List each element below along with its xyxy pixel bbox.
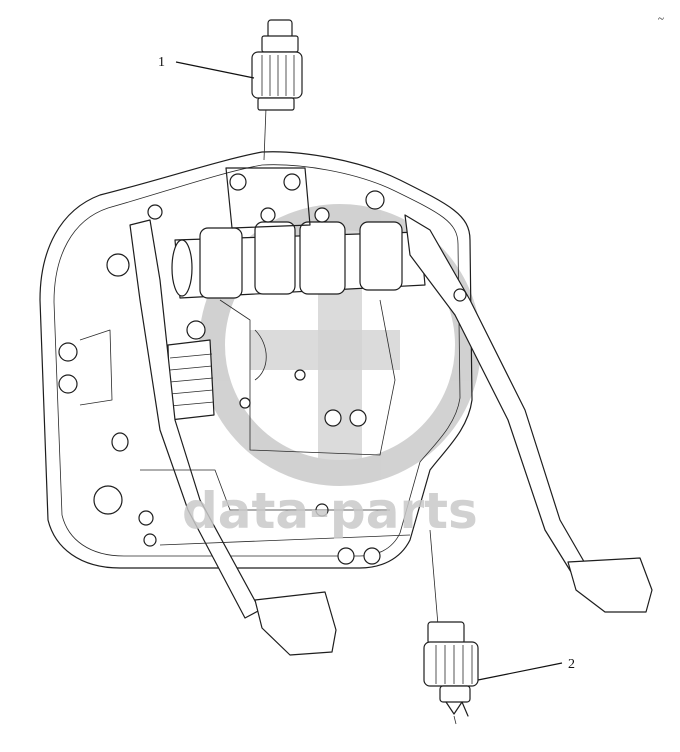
- watermark-text: data-parts: [182, 482, 478, 540]
- pedal-bracket: [219, 299, 396, 456]
- callout-label-2: 2: [568, 657, 575, 672]
- brake-pedal-arm: [365, 190, 653, 613]
- watermark-logo: [199, 204, 481, 486]
- base-plate: [39, 151, 473, 569]
- corner-mark: ~: [658, 13, 664, 25]
- leader-line-2: [477, 662, 563, 681]
- brake-light-switch-upper: [251, 19, 303, 161]
- clutch-switch-lower: [423, 529, 479, 725]
- pedal-cross-shaft: [171, 167, 426, 299]
- mounting-details-left: [58, 329, 154, 526]
- leader-line-1: [175, 61, 255, 79]
- callout-label-1: 1: [158, 55, 165, 70]
- mounting-details-lower: [140, 469, 411, 565]
- clutch-pedal-arm: [106, 204, 337, 656]
